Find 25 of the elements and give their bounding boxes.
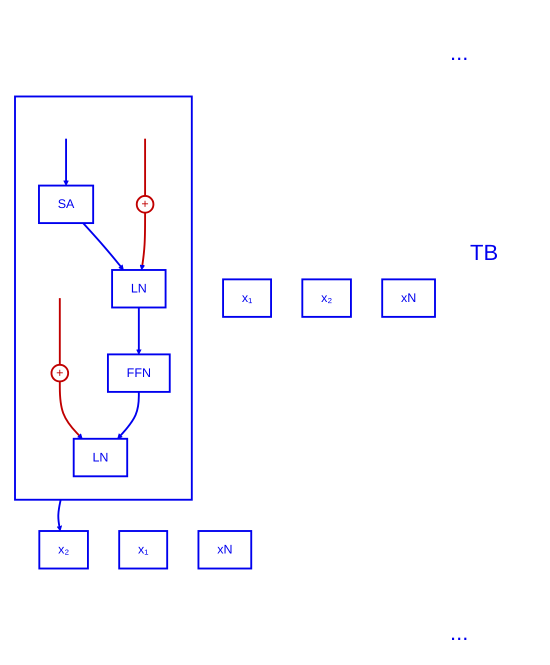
arrow [58,381,83,440]
arrow [140,212,146,270]
arrow [117,392,140,440]
node-box: LN [72,438,128,478]
arrow [56,500,62,532]
node-box: x₂ [38,530,89,570]
node-box: xN [198,530,252,570]
connector [144,138,146,196]
node-circle: + [136,195,154,214]
node-circle: + [50,364,70,382]
node-box: x₂ [301,278,352,318]
node-box: SA [38,184,94,224]
arrow [82,222,124,270]
cluster [14,96,193,501]
note-text: TB [470,240,498,266]
node-box: FFN [106,353,171,393]
note-text: ... [450,620,468,646]
connector [58,298,61,365]
arrow [136,308,142,355]
node-box: xN [381,278,436,318]
node-box: LN [111,269,167,308]
node-box: x₁ [222,278,272,318]
arrow [63,138,69,186]
node-box: x₁ [118,530,168,570]
note-text: ... [450,40,468,66]
